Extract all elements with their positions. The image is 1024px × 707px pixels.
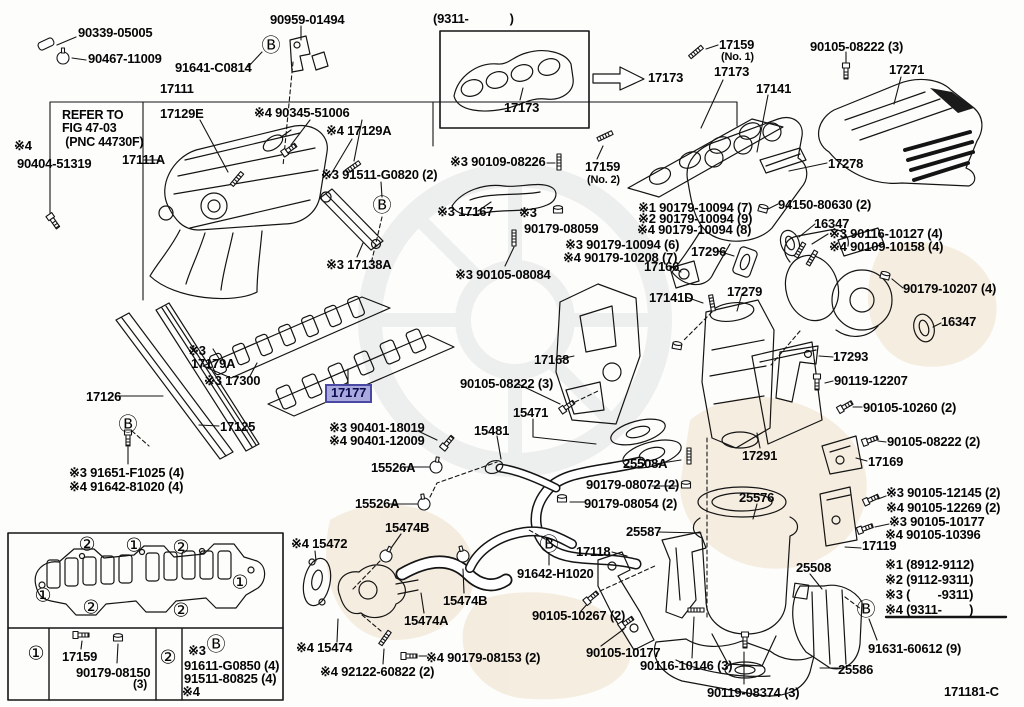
- stud-icon: [687, 607, 705, 613]
- clamp-icon: [429, 456, 443, 474]
- heat-insulator-17168-drawing: [555, 283, 641, 425]
- water-outlet-15474-drawing: [337, 564, 406, 619]
- parts-drawing-layer: [7, 25, 1008, 701]
- bolt-icon: [861, 493, 880, 507]
- bolt-icon: [400, 651, 418, 661]
- brace-17125-drawing: [155, 302, 260, 452]
- inset-box-9311: [439, 30, 590, 129]
- bolt-icon: [860, 435, 879, 447]
- bolt-icon: [812, 373, 822, 391]
- heat-insulator-17167-drawing: [451, 183, 557, 216]
- brace-17126-drawing: [115, 312, 234, 460]
- bolt-icon: [835, 400, 854, 415]
- bracket-17293-drawing: [775, 345, 819, 403]
- heat-insulator-17278-drawing: [759, 147, 807, 174]
- plate-17291-drawing: [751, 341, 823, 445]
- arrow-icon: [592, 66, 645, 91]
- nut-icon: [879, 270, 891, 281]
- bolt-icon: [617, 615, 635, 631]
- stud-icon: [708, 294, 716, 312]
- inset-gasket-17173-drawing: [453, 50, 574, 112]
- plug-icon: [37, 37, 55, 51]
- stud-icon: [793, 241, 807, 259]
- leader-lines: [49, 25, 942, 685]
- clamp-icon: [456, 545, 470, 563]
- stud-icon: [511, 229, 517, 247]
- bracket-17119-drawing: [819, 486, 858, 547]
- bolt-icon: [438, 434, 455, 452]
- bolt-icon: [45, 212, 61, 230]
- nut-icon: [112, 633, 124, 642]
- bolt-icon: [841, 62, 851, 80]
- stud-icon: [378, 629, 392, 647]
- stud-icon: [556, 153, 562, 171]
- inset-gasket-drawing: [34, 543, 266, 616]
- heat-shield-25586-drawing: [653, 638, 815, 697]
- bolt-icon: [123, 429, 133, 447]
- heat-shield-17271-drawing: [818, 78, 983, 187]
- nut-icon: [556, 494, 568, 503]
- exhaust-manifold-17141-drawing: [686, 117, 808, 242]
- clamp-icon: [417, 493, 431, 511]
- turbine-outlet-17279-drawing: [701, 299, 775, 449]
- stud-icon: [805, 249, 819, 267]
- watermark: [326, 163, 997, 700]
- stud-icon: [596, 130, 614, 142]
- intake-plenum-drawing: [164, 125, 328, 231]
- nut-icon: [671, 341, 683, 351]
- inset-box-gasket-table: [7, 532, 284, 701]
- nut-icon: [680, 480, 692, 489]
- stud-icon: [686, 447, 692, 465]
- bolt-icon: [280, 142, 298, 158]
- bolt-icon: [72, 630, 90, 640]
- bolt-icon: [740, 631, 750, 649]
- fastener-icon-layer: [37, 37, 891, 661]
- clamp-icon: [379, 545, 393, 563]
- stud-icon: [688, 44, 704, 60]
- bracket-17169-drawing: [821, 435, 863, 475]
- intake-gasket-17300-drawing: [202, 295, 391, 379]
- stud-icon: [229, 171, 245, 187]
- dashed-leader-lines: [131, 61, 862, 632]
- bolt-icon: [558, 399, 576, 415]
- bracket-17118-drawing: [597, 551, 655, 651]
- heat-shield-25508-drawing: [792, 584, 863, 670]
- bracket-25587-drawing: [661, 531, 707, 619]
- nut-icon: [757, 203, 769, 214]
- bolt-icon: [582, 590, 600, 607]
- bolt-icon: [855, 523, 874, 535]
- nut-icon: [552, 205, 564, 214]
- clamp-icon: [56, 47, 70, 65]
- stud-icon: [344, 160, 362, 174]
